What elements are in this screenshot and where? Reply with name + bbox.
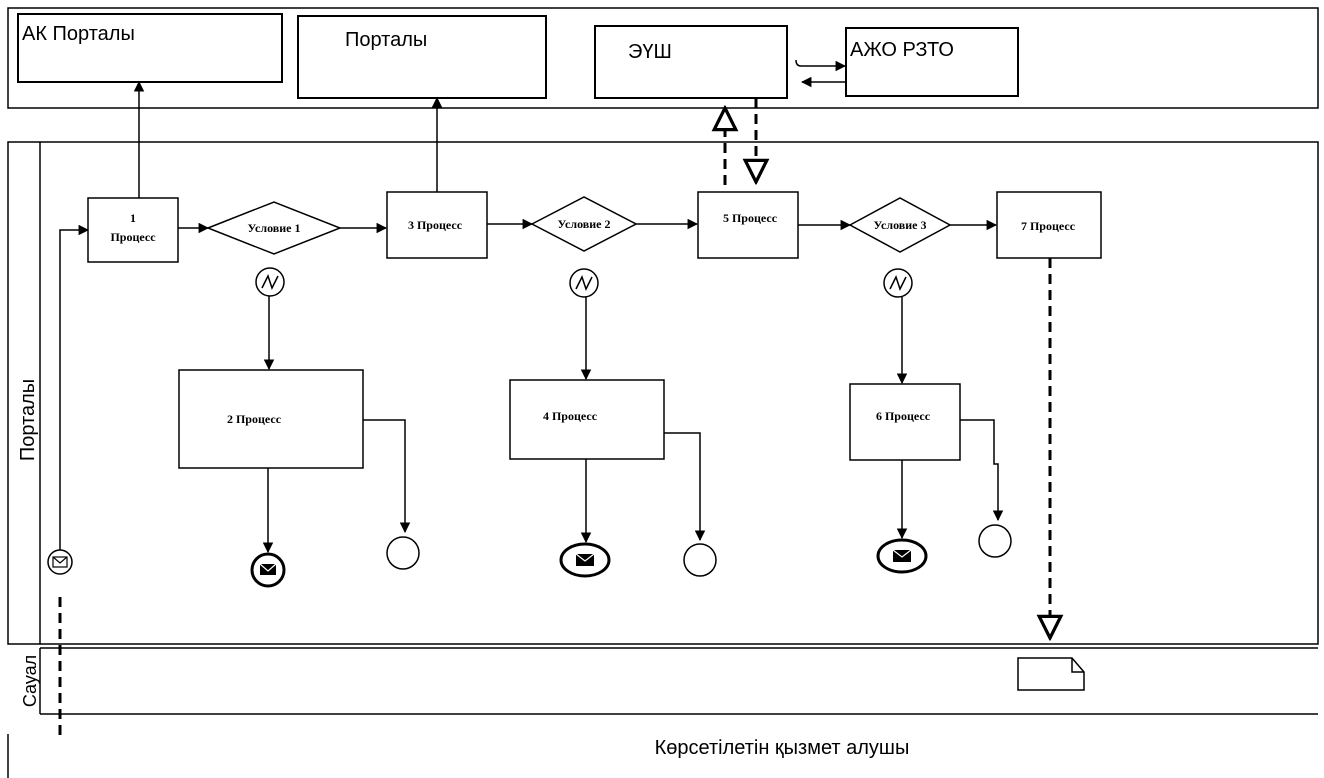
recipient-lane-label: Көрсетілетін қызмет алушы	[655, 737, 910, 759]
condition-3-gateway: Условие 3	[848, 197, 952, 253]
process-3-label: 3 Процесс	[408, 218, 463, 232]
process4-to-end-flow	[664, 432, 706, 542]
start-to-process1-flow	[59, 224, 90, 550]
process2-to-end-flow	[363, 419, 411, 534]
azho-box: АЖО РЗТО	[845, 27, 1019, 97]
process-1: 1 Процесс	[87, 197, 179, 263]
portal-lane-label: Порталы	[17, 379, 39, 461]
condition-2-gateway: Условие 2	[530, 196, 638, 252]
condition-1-timer-event	[255, 267, 285, 297]
process-2-message-end-event	[250, 552, 286, 588]
process-7-label: 7 Процесс	[1021, 219, 1076, 233]
eush-box: ЭҮШ	[594, 25, 788, 99]
condition-1-label: Условие 1	[248, 221, 301, 235]
process-6-end-event	[978, 524, 1012, 558]
condition-1-gateway: Условие 1	[205, 201, 343, 255]
request-lane-label: Сауал	[20, 655, 40, 707]
process-5: 5 Процесс	[697, 191, 799, 259]
process-1-label: Процесс	[110, 230, 156, 244]
process-1-number: 1	[130, 211, 136, 225]
eush-label: ЭҮШ	[628, 41, 672, 63]
process-2-label: 2 Процесс	[227, 412, 282, 426]
portal-box-label: Порталы	[345, 29, 427, 51]
process-6: 6 Процесс	[849, 383, 961, 461]
process-3: 3 Процесс	[386, 191, 488, 259]
ak-portal-box: АК Порталы	[17, 13, 283, 83]
systems-lane	[7, 7, 1319, 109]
ak-portal-label: АК Порталы	[22, 23, 135, 45]
process-2-end-event	[386, 536, 420, 570]
process6-to-end-flow	[960, 419, 1004, 522]
condition-2-label: Условие 2	[558, 217, 611, 231]
process-7: 7 Процесс	[996, 191, 1102, 259]
start-message-event	[47, 549, 73, 575]
condition-3-timer-event	[883, 268, 913, 298]
eush-azho-connector	[795, 59, 847, 72]
process-6-message-end-event	[876, 538, 928, 574]
process-4-end-event	[683, 543, 717, 577]
process-2: 2 Процесс	[178, 369, 364, 469]
portal-lane	[7, 141, 1319, 645]
process-4-message-end-event	[559, 542, 611, 578]
process-6-label: 6 Процесс	[876, 409, 931, 423]
process-4: 4 Процесс	[509, 379, 665, 460]
process-4-label: 4 Процесс	[543, 409, 598, 423]
condition-3-label: Условие 3	[874, 218, 927, 232]
portal-box: Порталы	[297, 15, 547, 99]
azho-label: АЖО РЗТО	[850, 39, 954, 61]
output-document-icon	[1017, 657, 1085, 691]
condition-2-timer-event	[569, 268, 599, 298]
process-5-label: 5 Процесс	[723, 211, 778, 225]
